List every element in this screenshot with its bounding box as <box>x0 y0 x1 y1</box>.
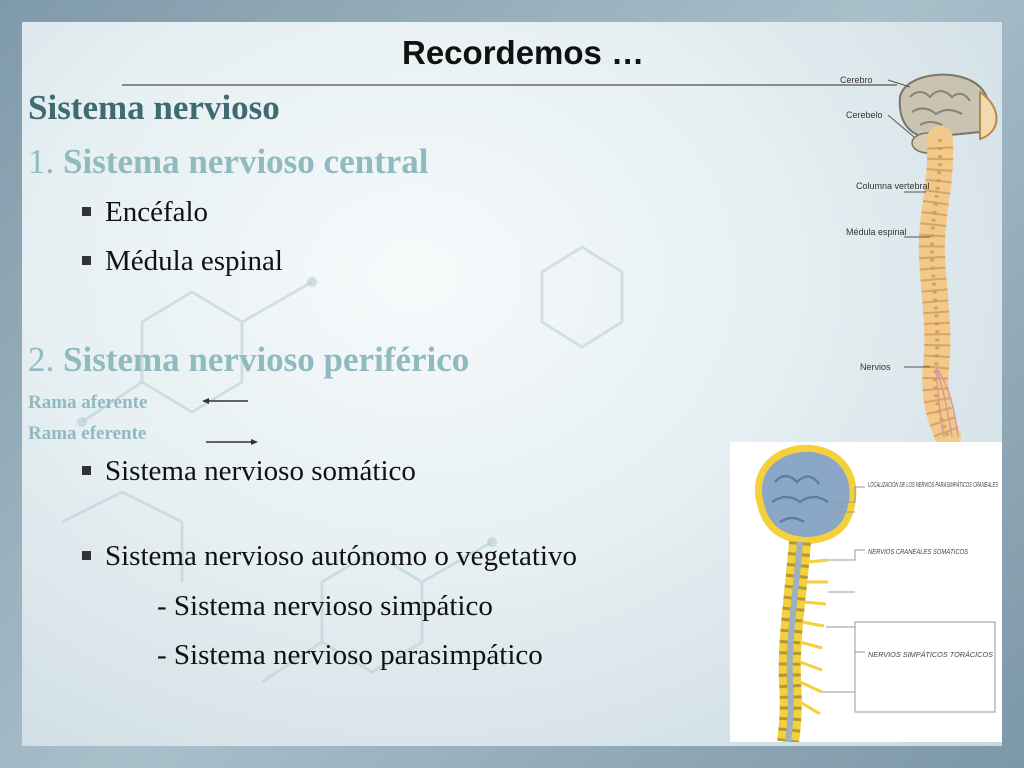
list-item-text: Médula espinal <box>105 245 283 277</box>
slide: Recordemos … Sistema nervioso 1. Sistema… <box>22 22 1002 746</box>
square-bullet-icon <box>82 255 91 265</box>
section-peripheral-number: 2. <box>28 340 55 379</box>
slide-title: Recordemos … <box>402 34 645 71</box>
spinal-nerves <box>799 558 829 716</box>
arrow-right-icon <box>206 439 258 445</box>
figure-leader-lines <box>822 486 996 713</box>
spinal-cord <box>929 138 950 438</box>
sub-item-sympathetic: - Sistema nervioso simpático <box>157 590 493 622</box>
title-divider <box>122 84 897 86</box>
section-peripheral: 2. Sistema nervioso periférico <box>28 340 469 380</box>
brain-illustration <box>754 444 857 544</box>
square-bullet-icon <box>82 465 91 475</box>
list-item: Sistema nervioso autónomo o vegetativo <box>82 540 577 573</box>
section-peripheral-label: Sistema nervioso periférico <box>63 340 470 379</box>
label-cerebro: Cerebro <box>840 75 873 85</box>
list-item-text: Encéfalo <box>105 196 209 228</box>
sub-item-parasympathetic: - Sistema nervioso parasimpático <box>157 639 543 671</box>
label-parasympathetic-cranial: LOCALIZACIÓN DE LOS NERVIOS PARASIMPÁTIC… <box>868 480 998 489</box>
label-nervios: Nervios <box>860 362 891 372</box>
label-medula: Médula espinal <box>846 227 907 237</box>
list-item: Encéfalo <box>82 196 208 229</box>
spinal-cord <box>785 541 803 742</box>
square-bullet-icon <box>82 206 91 216</box>
list-item: Médula espinal <box>82 245 283 278</box>
vertebral-column <box>918 126 961 442</box>
label-cerebelo: Cerebelo <box>846 110 883 120</box>
spine-anatomy-figure: Cerebro Cerebelo Columna vertebral Médul… <box>840 73 998 442</box>
list-item: Sistema nervioso somático <box>82 455 416 488</box>
main-heading: Sistema nervioso <box>28 88 280 127</box>
label-columna: Columna vertebral <box>856 181 930 191</box>
section-central-label: Sistema nervioso central <box>63 142 429 181</box>
branch-afferent: Rama aferente <box>28 392 148 413</box>
list-item-text: Sistema nervioso somático <box>105 455 416 487</box>
nervous-system-figure: LOCALIZACIÓN DE LOS NERVIOS PARASIMPÁTIC… <box>730 442 1002 742</box>
arrow-left-icon <box>202 398 248 404</box>
section-central: 1. Sistema nervioso central <box>28 142 428 182</box>
label-cranial-somatic: NERVIOS CRANEALES SOMÁTICOS <box>868 547 968 556</box>
square-bullet-icon <box>82 550 91 560</box>
branch-efferent: Rama eferente <box>28 423 147 444</box>
list-item-text: Sistema nervioso autónomo o vegetativo <box>105 540 577 572</box>
label-sympathetic-thoracic: NERVIOS SIMPÁTICOS TORÁCICOS <box>868 650 993 659</box>
figure-leader-lines <box>887 79 930 368</box>
nerve-roots <box>935 366 959 438</box>
molecule-background-decoration <box>61 245 624 684</box>
section-central-number: 1. <box>28 142 55 181</box>
